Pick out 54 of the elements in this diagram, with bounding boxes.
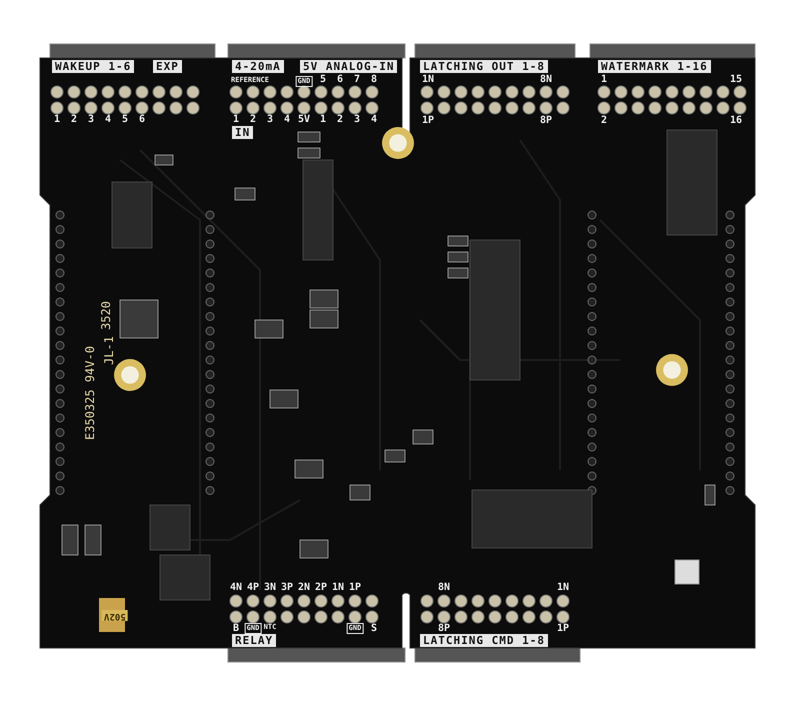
pin-label: 1N <box>556 583 570 593</box>
pin-label: S <box>370 624 378 634</box>
pin-label: 3P <box>280 583 294 593</box>
pin-label: 5 <box>320 75 326 85</box>
pin-label: 15 <box>730 75 742 85</box>
pin-label: 4N <box>230 583 242 593</box>
pin-label: 3 <box>266 115 274 125</box>
pin-label: 4 <box>370 115 378 125</box>
pin-label: 8N <box>540 75 552 85</box>
pin-label: 4P <box>246 583 260 593</box>
header-label: WATERMARK 1-16 <box>598 60 711 73</box>
pin-label: 1P <box>422 116 434 126</box>
board-marking: E350325 94V-0 <box>84 346 96 440</box>
pin-label: 3N <box>264 583 276 593</box>
pin-label: 2 <box>336 115 344 125</box>
pin-label: 1 <box>232 115 240 125</box>
pin-label: 2 <box>70 115 78 125</box>
component-marking: 502V <box>102 610 128 621</box>
board-marking: 3520 <box>100 301 112 330</box>
pin-label: 3 <box>88 115 94 125</box>
header-label: LATCHING OUT 1-8 <box>420 60 548 73</box>
pin-label: 1 <box>600 75 608 85</box>
header-label: EXP <box>153 60 182 73</box>
pin-label: 5V <box>298 115 310 125</box>
header-label: WAKEUP 1-6 <box>52 60 134 73</box>
header-label: LATCHING CMD 1-8 <box>420 634 548 647</box>
pin-label: 8N <box>438 583 450 593</box>
pin-label: 1P <box>348 583 362 593</box>
pin-label: 8 <box>370 75 378 85</box>
pin-label: 1 <box>54 115 60 125</box>
pin-label: 5 <box>122 115 128 125</box>
pin-label: 6 <box>336 75 344 85</box>
pin-label: 2N <box>298 583 310 593</box>
pin-label: 8P <box>540 116 552 126</box>
pin-label: 2P <box>314 583 328 593</box>
pin-label: 1N <box>422 75 434 85</box>
pin-label: B <box>232 624 240 634</box>
pin-label: 1P <box>556 624 570 634</box>
pin-label: 3 <box>354 115 360 125</box>
pin-label: 16 <box>730 116 742 126</box>
pin-label: 4 <box>284 115 290 125</box>
pin-label: 7 <box>354 75 360 85</box>
pin-label: 1 <box>320 115 326 125</box>
pin-label: 2 <box>250 115 256 125</box>
pin-label: 2 <box>600 116 608 126</box>
header-label: 5V ANALOG-IN <box>300 60 398 73</box>
pin-label: 4 <box>104 115 112 125</box>
board-marking: JL-1 <box>103 336 115 365</box>
pin-label: 6 <box>138 115 146 125</box>
pin-label: 8P <box>438 624 450 634</box>
header-label: IN <box>232 126 254 139</box>
pin-label: 1N <box>332 583 344 593</box>
header-label: RELAY <box>232 634 276 647</box>
header-label: 4-20mA <box>232 60 284 73</box>
